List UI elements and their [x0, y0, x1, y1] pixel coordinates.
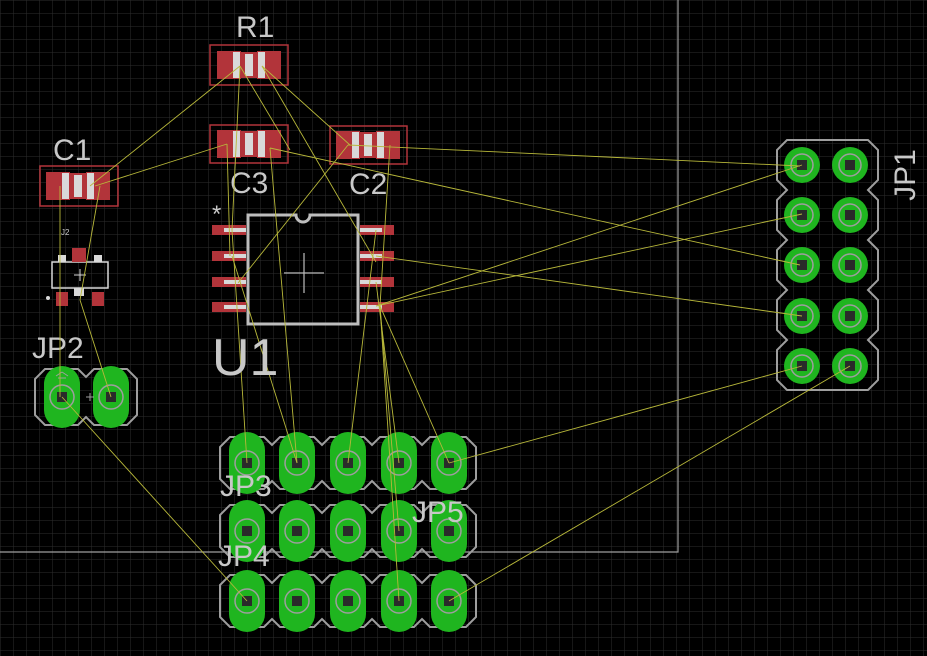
- u1-pin1-marker: *: [212, 201, 221, 228]
- small-part-pin1-dot: [46, 296, 50, 300]
- small-part-pad[interactable]: [72, 248, 86, 262]
- airwire: [269, 147, 801, 266]
- airwire: [94, 143, 228, 187]
- jp5-pad[interactable]: [279, 500, 315, 562]
- jp3-silkscreen-outline: [219, 436, 477, 490]
- jp2-silkscreen-outline: [34, 368, 138, 426]
- capacitor-c3[interactable]: [209, 124, 289, 164]
- airwire: [375, 281, 400, 464]
- airwire: [261, 65, 377, 263]
- ratsnest: [59, 65, 851, 602]
- jp1-silkscreen-outline: [776, 139, 879, 391]
- airwire: [237, 144, 349, 284]
- airwire: [61, 396, 248, 602]
- u1-pad[interactable]: [360, 225, 394, 235]
- airwire: [261, 65, 351, 146]
- airwire: [448, 365, 803, 464]
- c3-label: C3: [230, 167, 268, 200]
- airwire: [79, 299, 112, 398]
- jp1-pad[interactable]: [784, 247, 820, 283]
- airwire: [379, 305, 400, 602]
- u1-pad[interactable]: [360, 277, 394, 287]
- jp5-silkscreen-outline: [219, 504, 477, 558]
- jp5-pad[interactable]: [229, 500, 265, 562]
- c2-body-center: [364, 134, 372, 156]
- jp5-pad[interactable]: [431, 500, 467, 562]
- airwire: [231, 229, 248, 464]
- c1-label: C1: [53, 134, 91, 167]
- airwire: [269, 147, 298, 464]
- airwire: [379, 144, 391, 307]
- u1-label: U1: [212, 329, 278, 387]
- airwire: [375, 213, 803, 307]
- r1-label: R1: [236, 11, 274, 44]
- airwire: [347, 144, 801, 167]
- jp1-pad[interactable]: [832, 247, 868, 283]
- jp2-origin-cross: [86, 393, 94, 401]
- c2-label: C2: [349, 168, 387, 201]
- airwire: [89, 65, 241, 187]
- small-part-lead: [74, 288, 84, 296]
- jp4-pad[interactable]: [330, 570, 366, 632]
- airwire: [379, 305, 400, 532]
- jp5-pad[interactable]: [330, 500, 366, 562]
- airwire: [448, 365, 851, 602]
- c2-outline: [329, 125, 408, 165]
- jp1-pad[interactable]: [832, 298, 868, 334]
- u1-origin-cross: [284, 253, 324, 293]
- c3-body-center: [245, 133, 253, 155]
- u1-pad[interactable]: [212, 302, 246, 312]
- c3-outline: [209, 124, 289, 164]
- jp2-pin-marker: [55, 371, 69, 379]
- jp1-pad[interactable]: [784, 197, 820, 233]
- small-part-pad[interactable]: [92, 292, 104, 306]
- airwire: [231, 255, 298, 464]
- small-transistor[interactable]: [46, 248, 109, 306]
- c1-body-center: [74, 175, 82, 197]
- jp2-label: JP2: [32, 332, 84, 365]
- r1-outline: [209, 44, 289, 86]
- u1-pad[interactable]: [212, 251, 246, 261]
- airwire: [226, 143, 231, 257]
- jp5-label: JP5: [412, 496, 464, 529]
- airwire: [79, 185, 101, 301]
- jp1-label: JP1: [889, 149, 922, 201]
- airwire: [239, 65, 291, 151]
- jp1-pad[interactable]: [832, 197, 868, 233]
- c1-outline: [39, 165, 119, 207]
- r1-body-center: [245, 54, 253, 76]
- small-part-lead: [94, 255, 102, 262]
- jp4-pad[interactable]: [279, 570, 315, 632]
- jp4-silkscreen-outline: [219, 574, 477, 628]
- airwire: [347, 229, 377, 464]
- airwire: [375, 255, 803, 317]
- airwire: [231, 65, 241, 231]
- small-part-pad[interactable]: [56, 292, 68, 306]
- jp4-label: JP4: [218, 540, 270, 573]
- u1-body-outline: [246, 213, 360, 326]
- small-part-lead: [58, 255, 66, 262]
- u1-pad[interactable]: [360, 302, 394, 312]
- airwire: [375, 164, 803, 307]
- jp3-label: JP3: [220, 470, 272, 503]
- jp1-pad[interactable]: [832, 147, 868, 183]
- small-part-label: J2: [61, 228, 70, 237]
- airwire: [379, 305, 450, 464]
- header-jp4[interactable]: [219, 570, 477, 632]
